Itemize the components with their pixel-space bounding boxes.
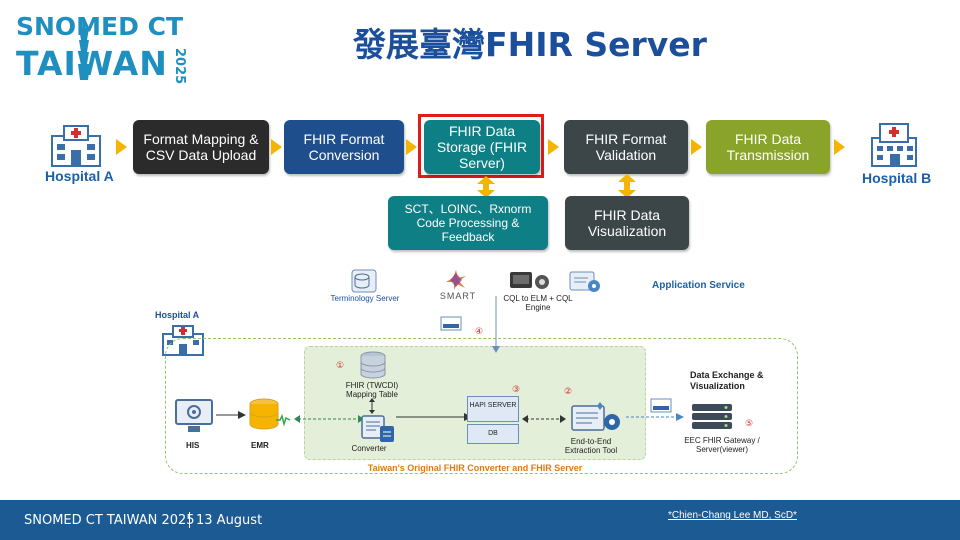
double-arrow-icon xyxy=(477,176,495,198)
arrow-right-icon xyxy=(271,139,282,155)
cql-engine-icon xyxy=(510,272,549,289)
step-number-1: ① xyxy=(336,360,345,370)
application-icon xyxy=(569,271,600,292)
hospital-a-icon xyxy=(51,125,101,167)
footer-credit: *Chien-Chang Lee MD, ScD* xyxy=(668,510,797,521)
step-fhir-validation: FHIR Format Validation xyxy=(564,120,688,174)
cql-label: CQL to ELM + CQL Engine xyxy=(503,294,573,312)
arrow-right-icon xyxy=(406,139,417,155)
step-fhir-storage: FHIR Data Storage (FHIR Server) xyxy=(424,120,540,174)
his-computer-icon xyxy=(175,399,213,432)
application-service-label: Application Service xyxy=(652,280,745,291)
step-number-4: ④ xyxy=(475,326,484,336)
arrow-right-icon xyxy=(834,139,845,155)
converter-label: Converter xyxy=(351,444,387,453)
taipei-101-icon xyxy=(78,18,90,80)
step-number-5: ⑤ xyxy=(745,418,754,428)
hospital-b-label: Hospital B xyxy=(862,170,932,186)
smart-logo-icon xyxy=(446,270,466,290)
hapi-server-box: HAPI SERVER xyxy=(467,396,519,422)
diagram-hospital-a-label: Hospital A xyxy=(155,310,200,320)
gateway-label: EEC FHIR Gateway / Server(viewer) xyxy=(684,436,760,454)
logo-line1: SNOMED CT xyxy=(16,12,183,41)
hospital-a-label: Hospital A xyxy=(45,168,114,184)
his-label: HIS xyxy=(186,441,200,450)
sub-code-processing: SCT、LOINC、Rxnorm Code Processing & Feedb… xyxy=(388,196,548,250)
step-fhir-conversion: FHIR Format Conversion xyxy=(284,120,404,174)
double-arrow-icon xyxy=(618,174,636,198)
arrow-right-icon xyxy=(691,139,702,155)
logo-year: 2025 xyxy=(172,48,187,85)
down-arrow-icon xyxy=(492,296,500,353)
terminology-server-icon xyxy=(351,269,377,293)
emr-database-icon xyxy=(249,398,291,430)
hospital-b-icon xyxy=(871,123,917,167)
document-icon xyxy=(440,316,462,331)
highlight-box xyxy=(418,114,544,178)
step-number-2: ② xyxy=(564,386,573,396)
document-icon xyxy=(650,398,672,413)
arrow-right-icon xyxy=(396,413,472,421)
updown-arrow-icon xyxy=(369,398,375,414)
page-title: 發展臺灣FHIR Server xyxy=(353,25,707,64)
arrow-right-icon xyxy=(116,139,127,155)
container-caption: Taiwan's Original FHIR Converter and FHI… xyxy=(367,463,583,473)
extraction-tool-icon xyxy=(571,402,620,431)
footer-bar xyxy=(0,500,960,540)
extraction-tool-label: End-to-End Extraction Tool xyxy=(564,437,618,455)
hospital-boundary xyxy=(165,338,798,474)
step-number-3: ③ xyxy=(512,384,521,394)
arrow-right-icon xyxy=(216,411,246,419)
smart-label: SMART xyxy=(439,291,477,301)
gateway-server-icon xyxy=(692,404,732,429)
sub-data-visualization: FHIR Data Visualization xyxy=(565,196,689,250)
mapping-table-icon xyxy=(360,351,386,379)
footer-left-text: SNOMED CT TAIWAN 2025 xyxy=(24,513,195,528)
emr-label: EMR xyxy=(251,441,269,450)
double-arrow-icon xyxy=(522,415,566,423)
mapping-table-label: FHIR (TWCDI) Mapping Table xyxy=(345,381,399,399)
step-fhir-transmission: FHIR Data Transmission xyxy=(706,120,830,174)
footer-date: 13 August xyxy=(196,513,263,528)
double-arrow-icon xyxy=(294,415,364,423)
arrow-right-icon xyxy=(548,139,559,155)
footer-divider xyxy=(189,512,190,528)
terminology-server-label: Terminology Server xyxy=(330,294,400,303)
step-format-mapping: Format Mapping & CSV Data Upload xyxy=(133,120,269,174)
data-exchange-label: Data Exchange & Visualization xyxy=(690,370,764,391)
converter-icon xyxy=(361,415,394,442)
arrow-right-icon xyxy=(626,413,684,421)
logo-line2: TAIWAN xyxy=(16,44,168,83)
db-box: DB xyxy=(467,424,519,444)
